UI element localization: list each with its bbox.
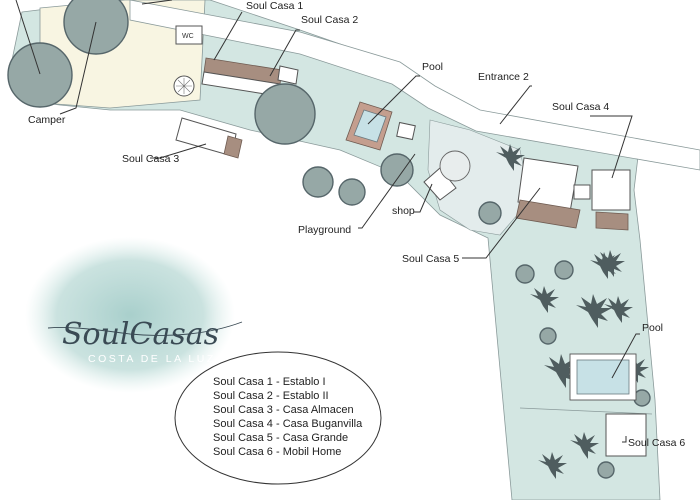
label-soul-casa-3: Soul Casa 3	[122, 153, 179, 165]
leader-casa-5	[462, 187, 541, 259]
legend-item: Soul Casa 5 - Casa Grande	[213, 432, 348, 444]
leader-casa-2	[269, 29, 300, 77]
pool-top	[345, 101, 393, 151]
logo-swash	[47, 321, 243, 336]
leader-top	[141, 0, 173, 5]
tree-icon	[554, 260, 574, 280]
palm-icon	[570, 432, 599, 459]
palm-icon	[538, 452, 567, 479]
plot-divider	[519, 407, 653, 415]
fountain	[439, 150, 471, 182]
legend-item: Soul Casa 6 - Mobil Home	[213, 446, 341, 458]
label-soul-casa-1: Soul Casa 1	[246, 0, 303, 12]
leader-pool-top	[367, 75, 420, 125]
legend-item: Soul Casa 3 - Casa Almacen	[213, 404, 354, 416]
label-soul-casa-6: Soul Casa 6	[628, 437, 685, 449]
label-soul-casa-5: Soul Casa 5	[402, 253, 459, 265]
legend-item: Soul Casa 1 - Establo I	[213, 376, 326, 388]
palm-icon	[576, 294, 612, 328]
leader-camper-1	[15, 0, 41, 75]
label-camper: Camper	[28, 114, 66, 126]
tree-icon	[254, 83, 316, 145]
label-pool-top: Pool	[422, 61, 443, 73]
tree-icon	[539, 327, 557, 345]
palm-icon	[596, 250, 625, 277]
tree-icon	[302, 166, 334, 198]
label-soul-casa-2: Soul Casa 2	[301, 14, 358, 26]
pool-house	[396, 121, 416, 141]
leader-casa-3	[150, 143, 207, 159]
leader-camper-2	[59, 21, 97, 115]
leader-entrance	[499, 85, 532, 125]
pool-bottom	[569, 353, 637, 401]
legend-item: Soul Casa 2 - Establo II	[213, 390, 329, 402]
soul-casa-5-building	[515, 157, 581, 229]
label-playground: Playground	[298, 224, 351, 236]
logo-subtitle: COSTA DE LA LUZ	[88, 353, 216, 365]
tree-icon	[338, 178, 366, 206]
soul-casa-6-building	[605, 413, 647, 457]
wc-building	[175, 25, 203, 45]
leader-casa-1	[213, 11, 243, 61]
label-entrance: Entrance 2	[478, 71, 529, 83]
tree-icon	[478, 201, 502, 225]
label-pool-bottom: Pool	[642, 322, 663, 334]
soul-casa-4-building	[573, 169, 631, 231]
palm-icon	[604, 296, 633, 323]
label-shop: shop	[392, 205, 415, 217]
tree-icon	[597, 461, 615, 479]
leader-pool-bottom	[611, 333, 640, 379]
leader-playground	[358, 153, 416, 229]
tree-icon	[380, 153, 414, 187]
soul-casa-3-building	[175, 117, 243, 159]
leader-shop	[414, 183, 433, 213]
tree-icon	[515, 264, 535, 284]
label-soul-casa-4: Soul Casa 4	[552, 101, 609, 113]
leader-casa-4	[590, 115, 633, 179]
leader-casa-6	[622, 436, 627, 443]
wc-label: WC	[182, 33, 194, 40]
access-road	[129, 0, 700, 171]
palm-icon	[530, 286, 559, 313]
legend-frame	[174, 351, 382, 485]
soul-casa-2-annex	[277, 65, 299, 85]
shop-building	[423, 167, 457, 201]
tree-icon	[7, 42, 73, 108]
logo-watercolor	[25, 237, 235, 393]
tree-icon	[63, 0, 129, 55]
palm-icon	[496, 144, 525, 171]
legend-item: Soul Casa 4 - Casa Buganvilla	[213, 418, 363, 430]
